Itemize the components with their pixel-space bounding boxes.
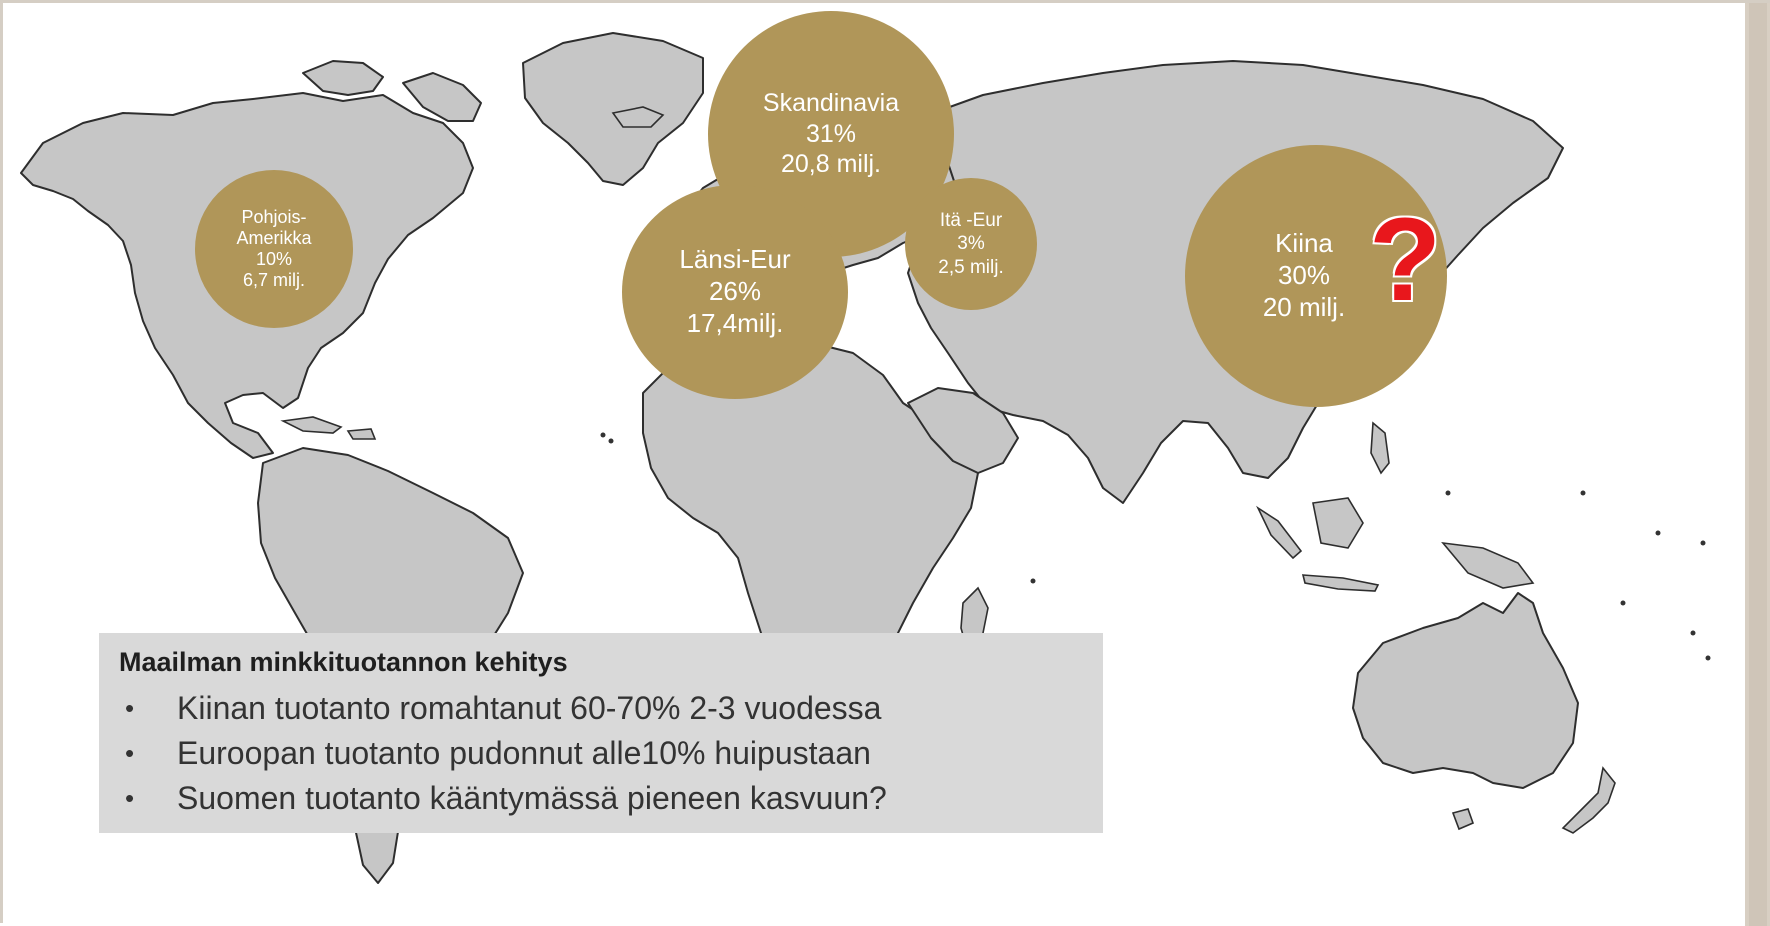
java-islet [1301,574,1380,592]
info-bullet-item: • Euroopan tuotanto pudonnut alle10% hui… [119,731,1083,776]
bubble-amount: 17,4milj. [686,307,784,338]
pacific-islet-dot [1580,490,1586,496]
decorative-side-panel-inner [1749,3,1767,926]
info-bullet-text: Suomen tuotanto kääntymässä pieneen kasv… [177,780,887,816]
atlantic-islet-dot [608,438,614,444]
bullet-icon: • [125,693,135,723]
bubble-amount: 6,7 milj. [242,270,305,291]
bubble-amount: 2,5 milj. [938,256,1004,278]
greenland-landmass [522,32,704,186]
philippines-islet [1370,421,1390,475]
africa-landmass [642,340,979,716]
bullet-icon: • [125,738,135,768]
pacific-islet-dot [1445,490,1451,496]
hispaniola-islet [346,428,377,440]
bubble-region-name: Skandinavia [762,89,900,118]
bubble-lansi-eur: Länsi-Eur 26% 17,4milj. [622,185,848,399]
info-bullet-list: • Kiinan tuotanto romahtanut 60-70% 2-3 … [119,686,1083,821]
bubble-region-name-line1: Pohjois- [241,206,307,227]
bubble-amount: 20 milj. [1262,291,1346,322]
bubble-amount: 20,8 milj. [780,150,882,179]
pacific-islet-dot [1690,630,1696,636]
australia-landmass [1352,592,1579,789]
bubble-share: 3% [957,233,985,255]
bubble-share: 26% [708,276,762,307]
bubble-region-name: Kiina [1275,228,1333,259]
baffin-island-landmass [402,72,482,122]
atlantic-islet-dot [600,432,606,438]
arabia-landmass [907,387,1019,474]
iceland-islet [611,106,665,128]
pacific-islet-dot [1700,540,1706,546]
question-mark-icon: ? [1369,194,1442,326]
bubble-share: 10% [255,249,293,269]
bubble-region-name-line2: Amerikka [236,227,312,248]
bubble-share: 31% [805,119,857,148]
bubble-share: 30% [1277,260,1331,291]
bubble-kiina: Kiina 30% 20 milj. [1185,145,1447,407]
canadian-islands-landmass [302,60,384,96]
new-guinea-islet [1441,541,1535,589]
pacific-islet-dot [1705,655,1711,661]
pacific-islet-dot [1030,578,1036,584]
bubble-pohjois-amerikka: Pohjois- Amerikka 10% 6,7 milj. [195,170,353,328]
info-bullet-item: • Kiinan tuotanto romahtanut 60-70% 2-3 … [119,686,1083,731]
decorative-side-panel [1745,3,1770,926]
info-box-title: Maailman minkkituotannon kehitys [119,647,568,677]
new-zealand-islet [1561,766,1616,834]
tasmania-islet [1451,808,1475,831]
sumatra-islet [1256,505,1303,560]
info-box: Maailman minkkituotannon kehitys • Kiina… [99,633,1103,833]
info-bullet-text: Kiinan tuotanto romahtanut 60-70% 2-3 vu… [177,690,882,726]
cuba-islet [280,416,343,434]
info-bullet-text: Euroopan tuotanto pudonnut alle10% huipu… [177,735,871,771]
pacific-islet-dot [1655,530,1661,536]
bubble-region-name: Itä -Eur [939,210,1003,232]
borneo-islet [1312,497,1364,549]
bubble-ita-eur: Itä -Eur 3% 2,5 milj. [905,178,1037,310]
info-bullet-item: • Suomen tuotanto kääntymässä pieneen ka… [119,776,1083,821]
bubble-region-name: Länsi-Eur [679,244,791,275]
pacific-islet-dot [1620,600,1626,606]
bullet-icon: • [125,783,135,813]
